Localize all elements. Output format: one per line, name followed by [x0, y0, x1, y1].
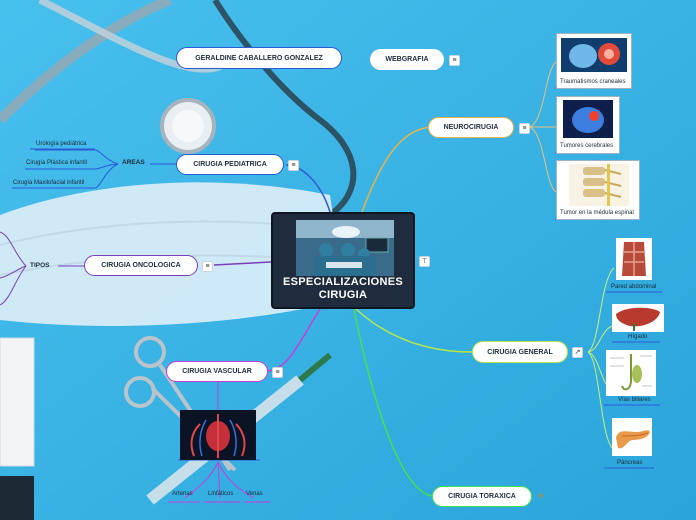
pediatrica-item[interactable]: Cirugía Maxilofacial infantil: [13, 180, 85, 186]
general-item-label[interactable]: Páncreas: [617, 460, 643, 466]
neuro-item-label: Tumores cerebrales: [560, 143, 614, 149]
neurocirugia-topic[interactable]: NEUROCIRUGIA: [428, 117, 514, 138]
general-item-pared[interactable]: [616, 238, 652, 280]
author-topic[interactable]: GERALDINE CABALLERO GONZALEZ: [176, 47, 342, 69]
pediatrica-item[interactable]: Urología pediátrica: [36, 141, 87, 147]
surgery-photo: [296, 220, 394, 276]
skull-trauma-image: [561, 38, 627, 72]
menu-icon[interactable]: ≡: [519, 123, 530, 134]
spine-image: [569, 164, 629, 206]
neuro-item-label: Tumor en la médula espinal: [560, 210, 634, 216]
note-icon[interactable]: ⊤: [419, 256, 430, 267]
menu-icon[interactable]: ≡: [272, 367, 283, 378]
pancreas-image: [612, 418, 652, 456]
tipos-label[interactable]: TIPOS: [30, 262, 50, 269]
vascular-item[interactable]: Arterias: [172, 491, 193, 497]
general-item-label[interactable]: Vías biliares: [618, 397, 651, 403]
vascular-item[interactable]: Linfáticos: [208, 491, 234, 497]
toraxica-topic[interactable]: CIRUGIA TORAXICA: [432, 486, 532, 507]
general-item-vias[interactable]: [606, 350, 656, 396]
neuro-item-traumatismos[interactable]: Traumatismos craneales: [556, 33, 632, 89]
bile-ducts-image: [606, 350, 656, 396]
brain-tumor-image: [563, 100, 613, 138]
webgrafia-topic[interactable]: WEBGRAFIA: [370, 49, 444, 70]
oncologica-topic[interactable]: CIRUGIA ONCOLOGICA: [84, 255, 198, 276]
abdominal-wall-image: [616, 238, 652, 280]
pediatrica-topic[interactable]: CIRUGIA PEDIATRICA: [176, 154, 284, 175]
pediatrica-item[interactable]: Cirugía Plástica infantil: [26, 160, 88, 166]
general-item-label[interactable]: Pared abdominal: [611, 284, 657, 290]
neuro-item-tumores[interactable]: Tumores cerebrales: [556, 96, 620, 154]
general-item-higado[interactable]: [612, 304, 664, 332]
general-item-pancreas[interactable]: [612, 418, 652, 456]
liver-image: [612, 304, 664, 332]
neuro-item-label: Traumatismos craneales: [560, 79, 626, 85]
general-topic[interactable]: CIRUGIA GENERAL: [472, 341, 568, 363]
neuro-item-medula[interactable]: Tumor en la médula espinal: [556, 160, 640, 220]
vascular-system-image[interactable]: [180, 410, 256, 460]
menu-icon[interactable]: ≡: [288, 160, 299, 171]
general-item-label[interactable]: Hígado: [628, 334, 648, 340]
areas-label[interactable]: AREAS: [122, 159, 145, 166]
attachment-icon[interactable]: ⊕: [537, 493, 544, 500]
menu-icon[interactable]: ≡: [202, 261, 213, 272]
vascular-item[interactable]: Venas: [246, 491, 263, 497]
link-icon[interactable]: ↗: [572, 347, 583, 358]
vascular-topic[interactable]: CIRUGIA VASCULAR: [166, 361, 268, 382]
menu-icon[interactable]: ≡: [449, 55, 460, 66]
